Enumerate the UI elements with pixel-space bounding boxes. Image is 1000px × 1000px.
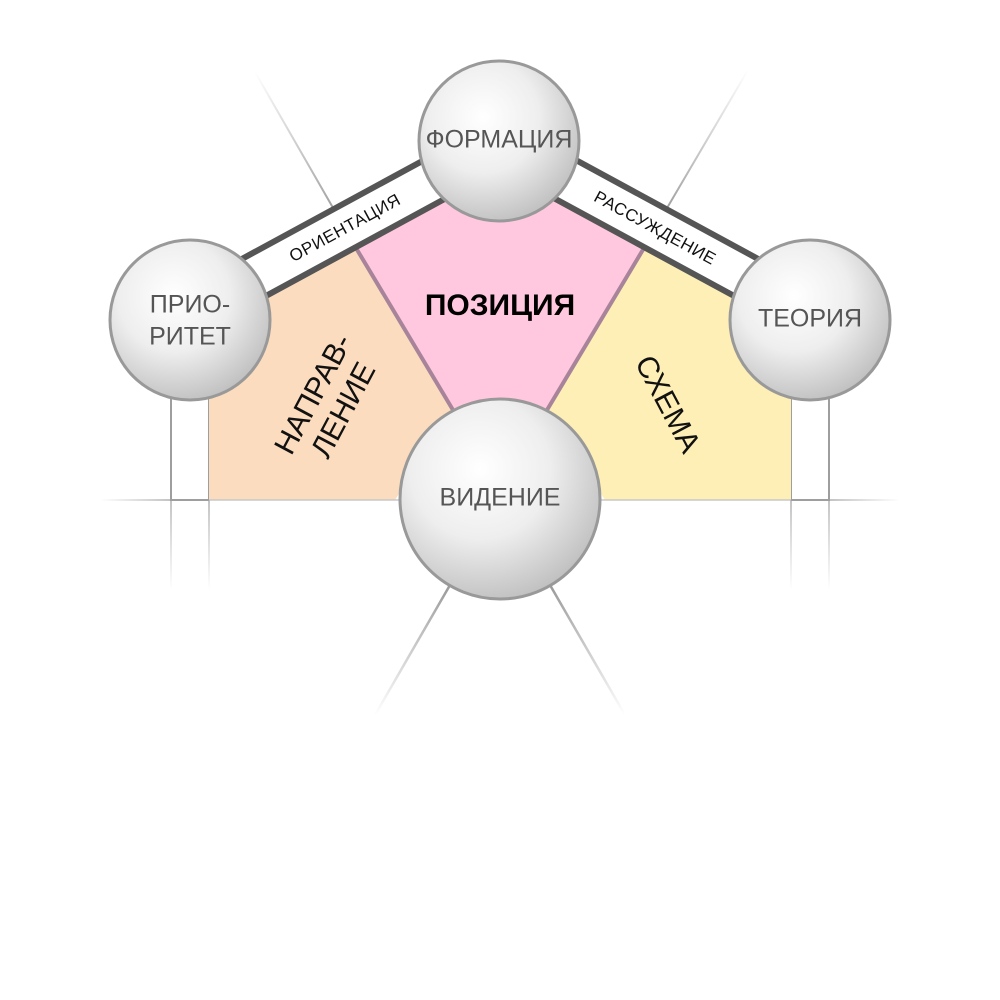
node-right-sphere [728,238,892,402]
divider-right [545,246,646,412]
node-bottom: ВИДЕНИЕ [398,397,602,601]
left-post [170,395,210,501]
node-top: ФОРМАЦИЯ [417,59,581,223]
node-left: ПРИО- РИТЕТ [108,238,272,402]
node-bottom-sphere [398,397,602,601]
node-top-label: ФОРМАЦИЯ [426,126,573,154]
sector-center-fill [356,196,644,410]
node-left-sphere [108,238,272,402]
node-right: ТЕОРИЯ [728,238,892,402]
guide-line-upper-right [659,69,749,221]
guide-line-lower-left [373,584,452,716]
divider-left [354,246,455,412]
node-right-label: ТЕОРИЯ [758,305,862,333]
guide-lines [100,69,900,716]
sector-center-label: ПОЗИЦИЯ [425,289,575,322]
node-top-sphere [417,59,581,223]
right-post [790,395,830,501]
node-left-label-line2: РИТЕТ [149,323,231,351]
node-left-label-line1: ПРИО- [150,291,230,319]
guide-line-upper-left [254,71,341,221]
guide-line-lower-right [548,584,627,716]
node-bottom-label: ВИДЕНИЕ [440,484,561,512]
